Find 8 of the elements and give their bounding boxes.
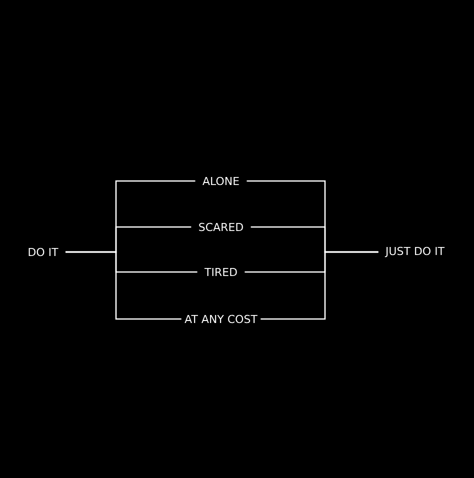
connector-line — [260, 251, 378, 320]
text-label: DO IT — [28, 248, 58, 256]
text-label: TIRED — [204, 268, 237, 276]
connector-line — [66, 251, 182, 320]
text-label: SCARED — [199, 222, 243, 232]
text-label: AT ANY COST — [184, 314, 258, 324]
text-label: JUST DO IT — [384, 246, 445, 258]
text-label: ALONE — [202, 176, 239, 186]
